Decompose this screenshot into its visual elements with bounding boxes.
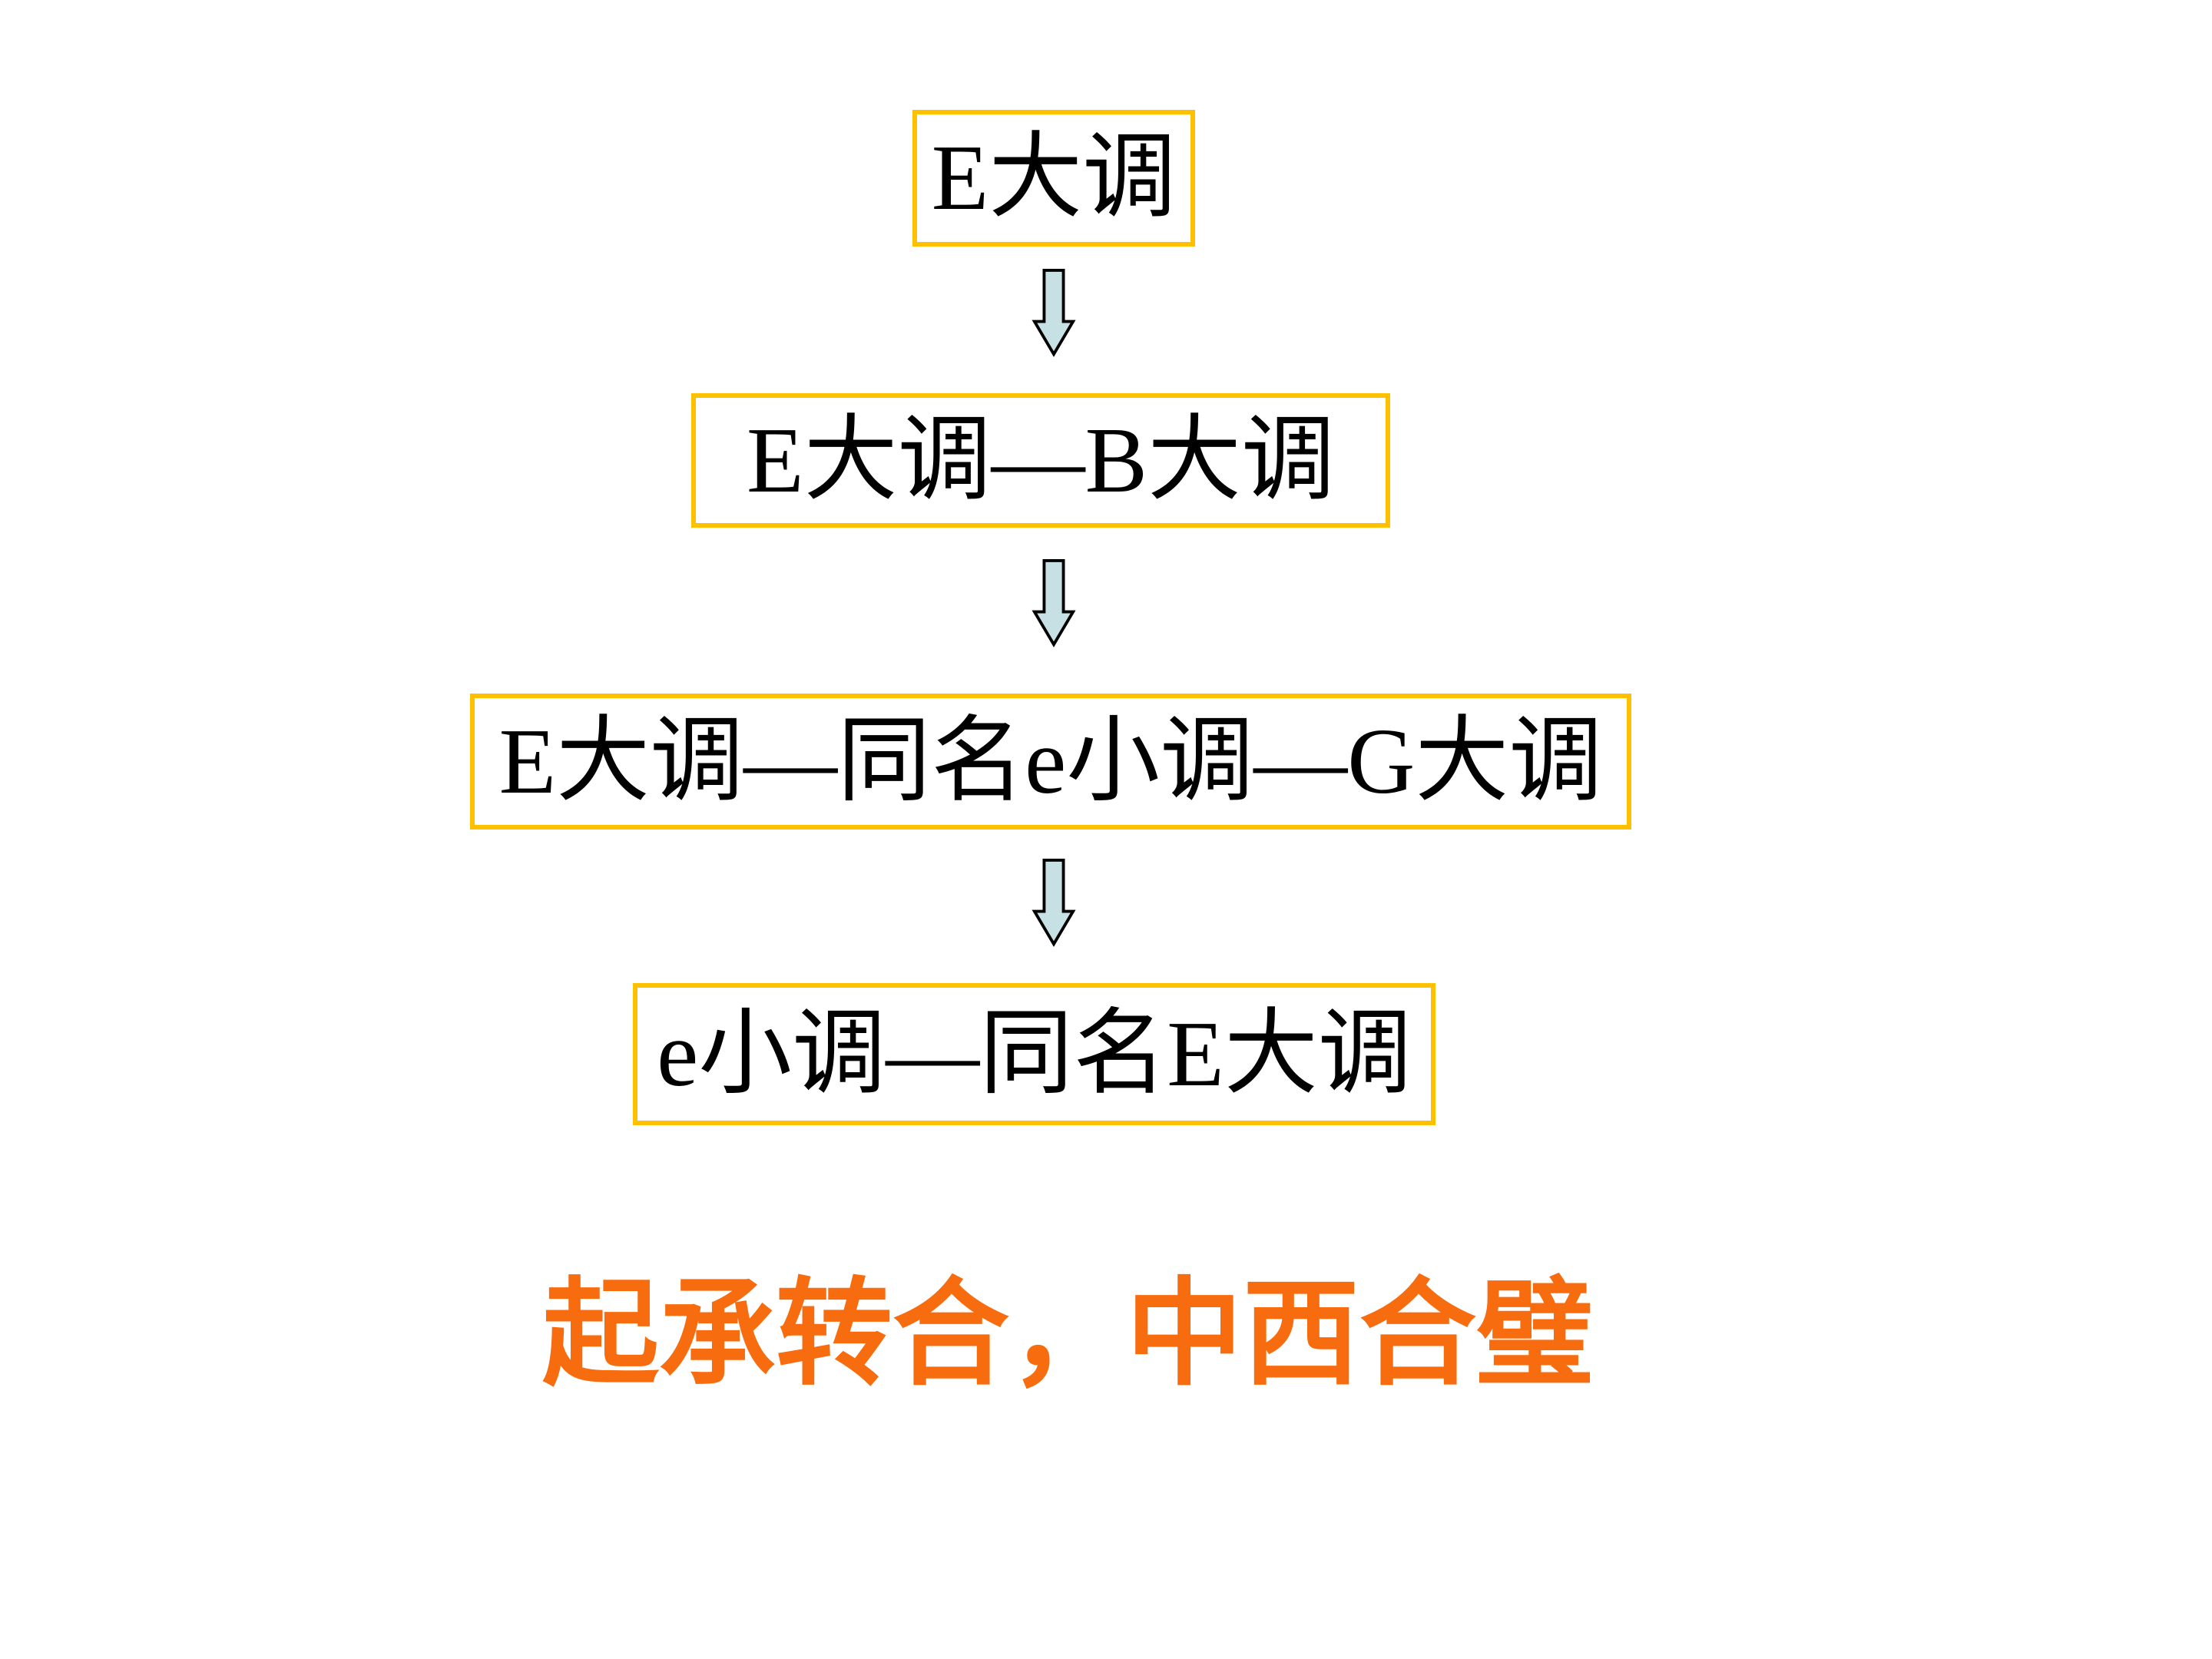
flow-node-e-major: E大调 bbox=[912, 110, 1195, 247]
flow-node-e-minor-e-major: e小调—同名E大调 bbox=[633, 983, 1435, 1125]
down-arrow-icon bbox=[1031, 268, 1076, 357]
flow-node-label: E大调 bbox=[931, 126, 1177, 230]
flow-node-e-major-e-minor-g-major: E大调—同名e小调—G大调 bbox=[470, 694, 1631, 830]
down-arrow-icon bbox=[1031, 858, 1076, 947]
flow-node-label: e小调—同名E大调 bbox=[657, 1002, 1412, 1106]
flow-node-e-major-b-major: E大调—B大调 bbox=[691, 393, 1390, 528]
down-arrow-icon bbox=[1031, 558, 1076, 647]
flow-node-label: E大调—同名e小调—G大调 bbox=[498, 709, 1603, 813]
flow-node-label: E大调—B大调 bbox=[747, 408, 1335, 512]
caption-text: 起承转合，中西合璧 bbox=[542, 1270, 1593, 1399]
